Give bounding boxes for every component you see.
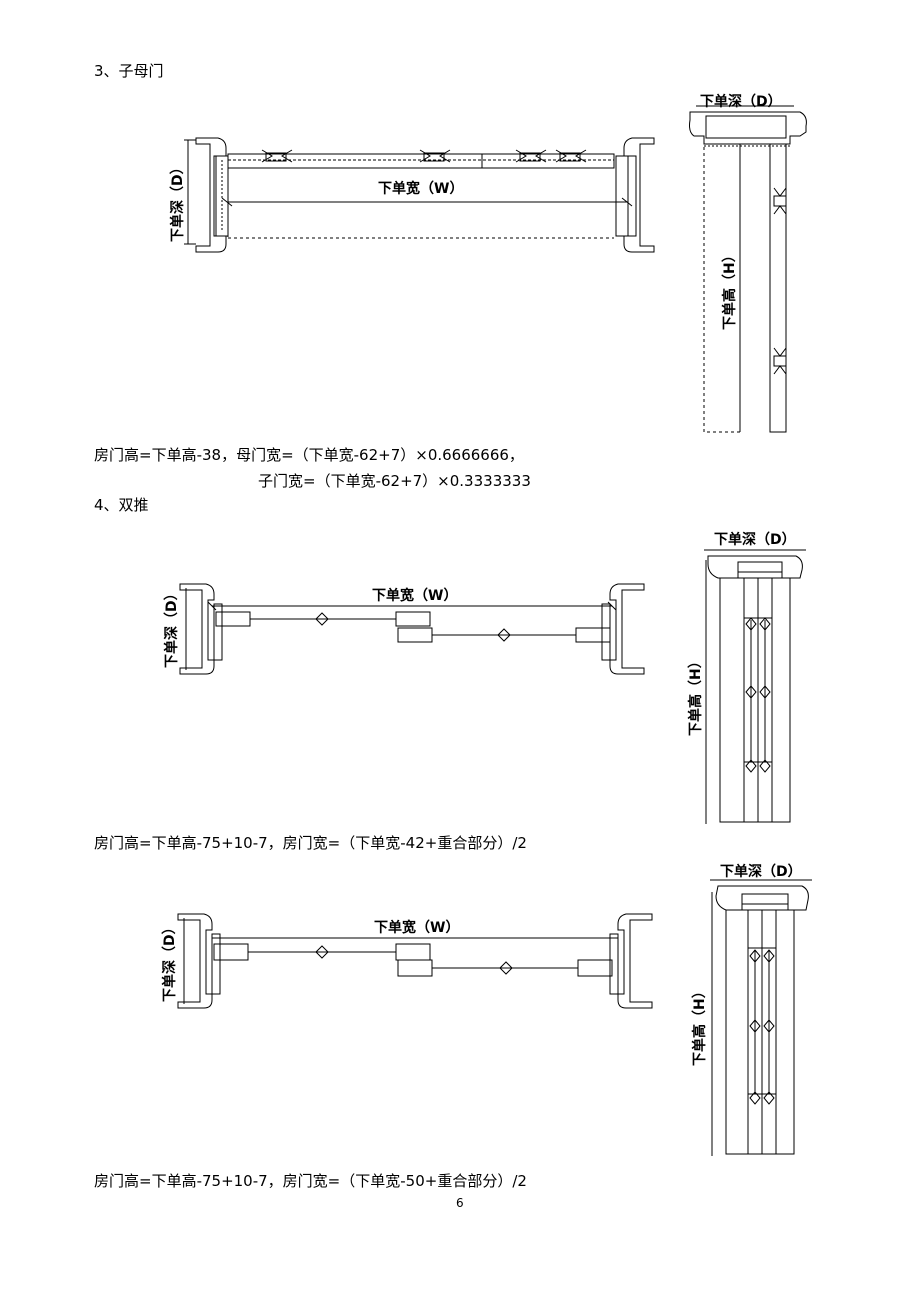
figure-3-side-height-label: 下单高（H）: [721, 248, 738, 330]
figure-5-side-height-label: 下单高（H）: [691, 984, 708, 1066]
figure-5-width-label: 下单宽（W）: [374, 919, 459, 936]
figure-4-side-view: [704, 549, 806, 824]
figure-3-side-depth-label: 下单深（D）: [700, 93, 782, 110]
figure-4-width-label: 下单宽（W）: [372, 587, 457, 604]
figure-3-depth-label: 下单深（D）: [169, 160, 186, 242]
page-number: 6: [456, 1196, 464, 1210]
figure-5-side-depth-label: 下单深（D）: [720, 863, 802, 880]
figure-3-side-view: [689, 105, 807, 433]
figure-5-side-view: [710, 879, 812, 1156]
section-3-formula-line2: 子门宽=（下单宽-62+7）×0.3333333: [258, 472, 531, 490]
figure-4-plan-view: [179, 583, 645, 675]
figure-4-side-depth-label: 下单深（D）: [714, 531, 796, 548]
figure-4-side-height-label: 下单高（H）: [687, 654, 704, 736]
figure-3-plan-view: [184, 137, 655, 253]
figure-5-plan-view: [177, 913, 653, 1009]
section-5-formula: 房门高=下单高-75+10-7，房门宽=（下单宽-50+重合部分）/2: [94, 1172, 527, 1190]
section-3-heading: 3、子母门: [94, 62, 164, 80]
section-4-heading: 4、双推: [94, 496, 149, 514]
figure-3-width-label: 下单宽（W）: [378, 180, 463, 197]
figure-4-depth-label: 下单深（D）: [163, 586, 180, 668]
section-4-formula: 房门高=下单高-75+10-7，房门宽=（下单宽-42+重合部分）/2: [94, 834, 527, 852]
figure-5-depth-label: 下单深（D）: [161, 920, 178, 1002]
section-3-formula-line1: 房门高=下单高-38，母门宽=（下单宽-62+7）×0.6666666，: [94, 446, 524, 464]
